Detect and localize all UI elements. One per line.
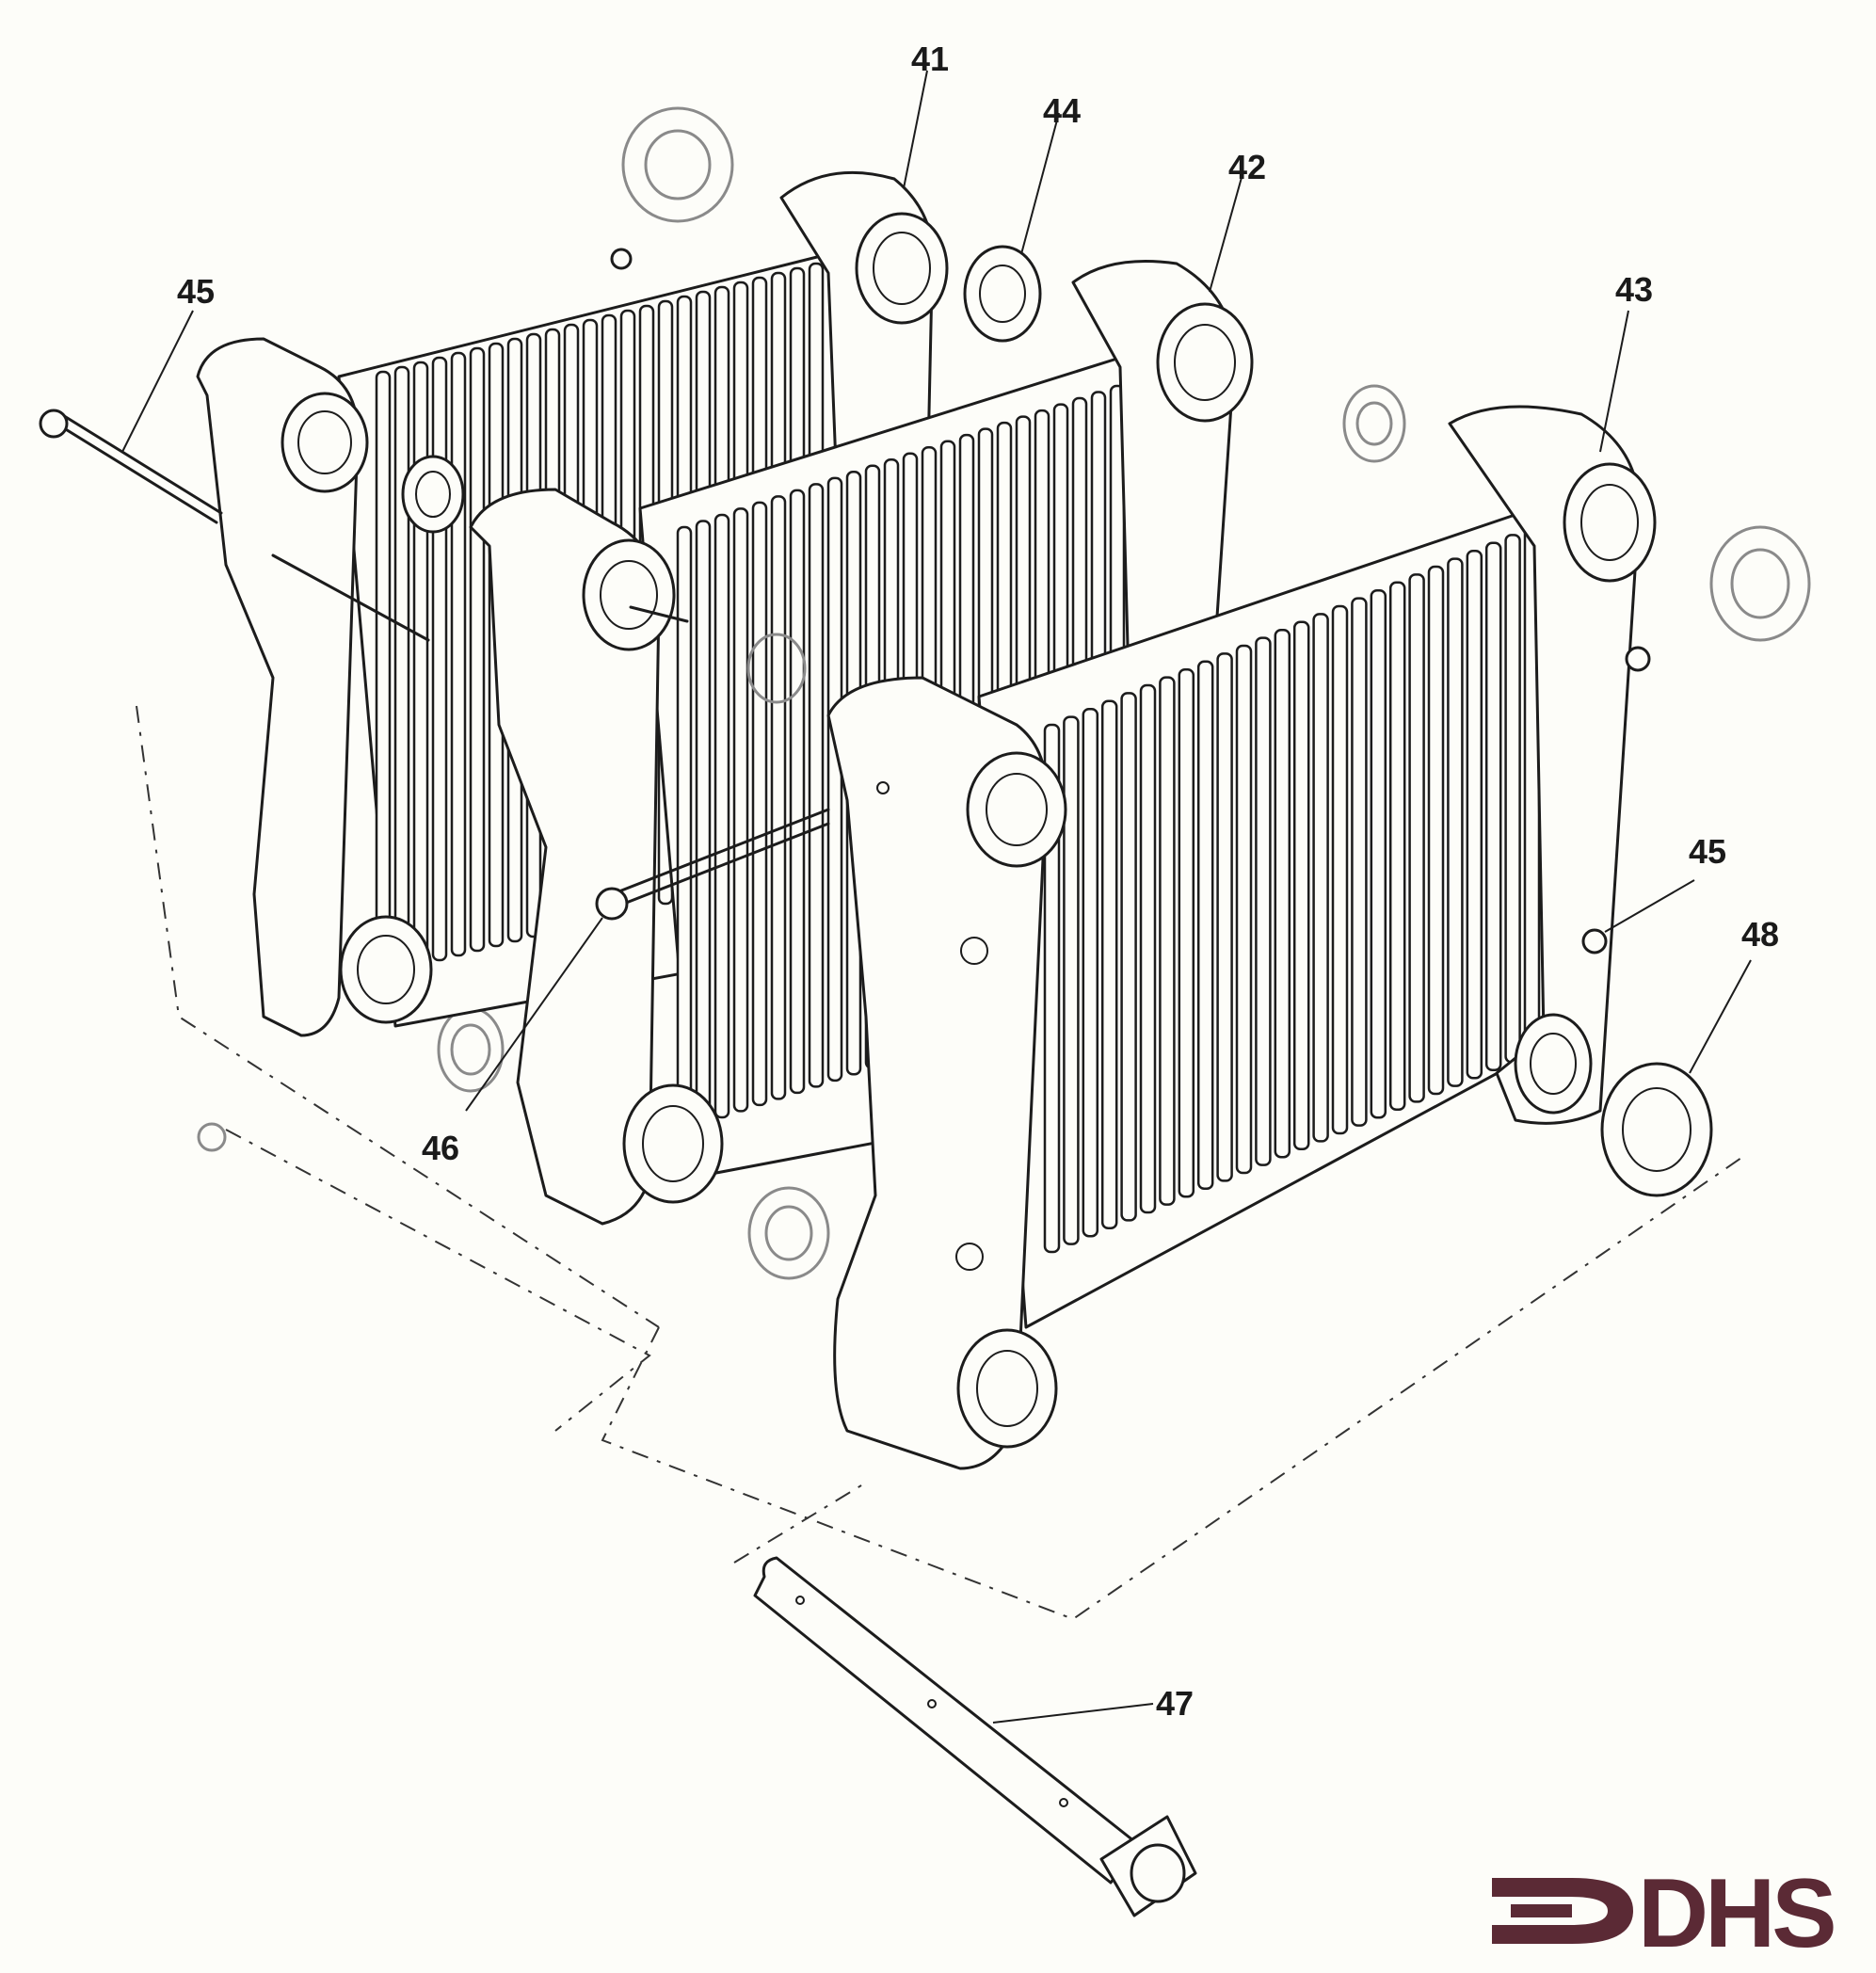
fin [808, 483, 825, 1088]
fin [1408, 573, 1425, 1103]
fin [393, 365, 410, 971]
section-43-fins [1043, 525, 1541, 1254]
logo-text: DHS [1638, 1859, 1834, 1968]
fin [1043, 723, 1061, 1254]
fin [1351, 597, 1368, 1127]
fin [1370, 588, 1387, 1119]
fin [1063, 715, 1080, 1245]
fin [695, 520, 712, 1125]
fin [431, 356, 448, 962]
fin [412, 361, 429, 967]
fin [1178, 667, 1195, 1198]
fin [1216, 652, 1233, 1182]
tie-rods [39, 409, 830, 921]
fin [1274, 628, 1291, 1159]
fin [789, 489, 806, 1095]
label-42: 42 [1228, 148, 1266, 186]
label-43: 43 [1615, 270, 1653, 309]
fin [1120, 692, 1137, 1222]
nut-45 [610, 248, 1651, 954]
fin [1312, 613, 1329, 1143]
rear-washers [197, 106, 1811, 1280]
label-47: 47 [1156, 1684, 1194, 1723]
fin [1447, 557, 1464, 1087]
assembly-guide-lines [136, 705, 1742, 1621]
label-46: 46 [422, 1129, 459, 1167]
fin [1292, 620, 1310, 1151]
label-45-right: 45 [1689, 832, 1726, 871]
fin [1427, 565, 1445, 1096]
fin [1466, 549, 1483, 1080]
fin [469, 346, 486, 953]
fin [770, 495, 787, 1100]
fin [1484, 541, 1502, 1072]
washer-44 [963, 245, 1042, 343]
fin [751, 501, 768, 1107]
dhs-logo: DHS [1492, 1859, 1837, 1968]
leader-lines [121, 70, 1752, 1724]
fin [450, 351, 467, 957]
fin [1504, 534, 1521, 1064]
fin [1331, 604, 1349, 1135]
distribution-tube-47 [753, 1556, 1197, 1917]
fin [1139, 683, 1157, 1214]
fin [676, 525, 693, 1131]
label-41: 41 [911, 40, 949, 78]
fin [1235, 644, 1253, 1175]
fin [1255, 636, 1272, 1166]
fin [1196, 660, 1214, 1191]
fin [732, 507, 749, 1113]
fin [375, 370, 392, 976]
fin [1388, 581, 1406, 1112]
fin [1159, 676, 1176, 1206]
label-44: 44 [1043, 91, 1081, 130]
fin [1082, 707, 1099, 1238]
fin [1100, 699, 1118, 1230]
label-45-left: 45 [177, 272, 215, 311]
part-labels: 41 44 42 43 45 45 48 46 47 [177, 40, 1779, 1723]
washer-48 [1600, 1062, 1713, 1197]
section-43 [826, 405, 1657, 1470]
label-48: 48 [1741, 915, 1779, 954]
fin [826, 476, 843, 1083]
fin [714, 513, 730, 1119]
